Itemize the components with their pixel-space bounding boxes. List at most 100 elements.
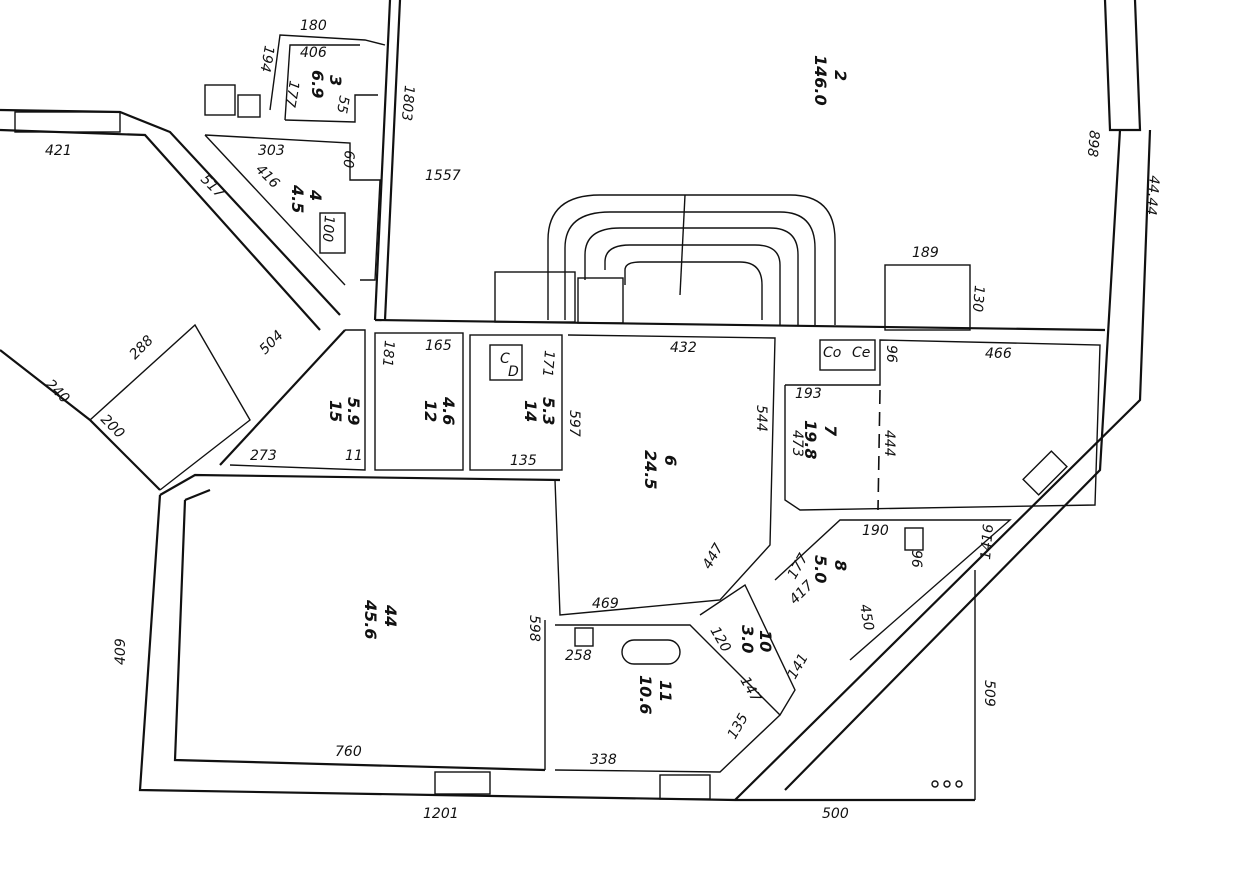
dimension-label: 1803 (398, 85, 417, 122)
dimension-label: 177 (785, 551, 812, 582)
svg-text:15: 15 (326, 400, 345, 422)
svg-text:3.0: 3.0 (738, 625, 757, 653)
svg-text:5.0: 5.0 (811, 555, 830, 583)
dimension-label: 44.44 (1143, 175, 1162, 216)
dimension-label: 258 (565, 648, 592, 664)
dimension-label: 194 (256, 44, 276, 73)
dimension-label: 100 (319, 215, 337, 243)
dimension-label: 165 (425, 338, 452, 354)
dimension-label: 190 (862, 523, 889, 539)
svg-text:11: 11 (656, 680, 675, 702)
dimension-label: 421 (45, 143, 72, 159)
fixture-label: C (500, 351, 510, 367)
dimension-label: 544 (753, 405, 769, 432)
dimension-label: 432 (670, 340, 697, 356)
dimension-label: 147 (737, 674, 764, 705)
dimension-label: 338 (590, 752, 617, 768)
room-label: 103.0 (738, 625, 775, 653)
svg-text:44: 44 (381, 604, 400, 627)
dimension-label: 273 (250, 448, 277, 464)
dimension-label: 55 (333, 94, 352, 114)
dimension-label: 200 (97, 412, 127, 442)
dimension-label: 898 (1084, 130, 1102, 158)
svg-text:19.8: 19.8 (801, 420, 820, 459)
svg-text:10: 10 (756, 630, 775, 652)
svg-text:7: 7 (821, 425, 840, 437)
dimension-label: 177 (281, 79, 301, 108)
dimension-label: 303 (258, 143, 285, 159)
svg-text:6.9: 6.9 (308, 70, 327, 98)
fixture-label: D (508, 364, 519, 380)
column-fixture (489, 344, 523, 381)
dimension-label: 193 (795, 386, 822, 402)
svg-text:8: 8 (831, 560, 850, 571)
svg-text:5.9: 5.9 (344, 397, 363, 425)
vent-fixture (204, 84, 236, 116)
svg-text:6: 6 (661, 455, 680, 466)
walls (0, 0, 1152, 802)
bathtub-fixture (621, 639, 681, 665)
svg-text:45.6: 45.6 (361, 599, 380, 639)
dimension-label: 141 (785, 651, 812, 682)
toilet-fixture (574, 627, 594, 647)
dimension-label: 171 (539, 350, 557, 378)
room-label: 44.5 (288, 184, 325, 213)
dimension-label: 447 (700, 541, 727, 572)
fixture-label: Ce (852, 345, 870, 361)
svg-text:3: 3 (326, 75, 345, 86)
svg-text:5.3: 5.3 (539, 397, 558, 425)
dimension-label: 598 (526, 615, 542, 642)
dimension-label: 96 (908, 550, 924, 568)
fixture-box (904, 527, 924, 551)
dimension-label: 120 (707, 624, 734, 655)
dimension-label: 135 (725, 711, 752, 742)
fixture-label: Co (823, 345, 841, 361)
svg-text:24.5: 24.5 (641, 450, 660, 489)
svg-text:4.6: 4.6 (439, 396, 458, 425)
dimension-label: 504 (257, 328, 287, 358)
room-label: 85.0 (811, 555, 850, 583)
dimension-label: 181 (379, 340, 397, 368)
fixtures (204, 84, 963, 788)
dimension-label: 473 (789, 430, 805, 457)
svg-text:14: 14 (521, 400, 540, 422)
dimension-label: 409 (113, 638, 129, 665)
dimension-label: 96 (883, 345, 899, 363)
dimension-labels: 180 194 406 177 55 1803 1557 421 303 60 … (42, 18, 1162, 822)
dimension-label: 760 (335, 744, 362, 760)
svg-text:146.0: 146.0 (811, 55, 830, 106)
dimension-label: 509 (981, 680, 997, 707)
room-label: 624.5 (641, 450, 680, 489)
dimension-label: 406 (300, 45, 327, 61)
dimension-label: 130 (969, 285, 987, 313)
room-label: 719.8 (801, 420, 840, 459)
dimension-label: 597 (566, 410, 582, 437)
dimension-label: 180 (300, 18, 327, 34)
dimension-label: 500 (822, 806, 849, 822)
dimension-label: 1201 (423, 806, 459, 822)
sign-100-box (319, 212, 346, 254)
dimension-label: 450 (856, 603, 876, 632)
sink-fixture (237, 94, 261, 118)
dimension-label: 1557 (425, 168, 461, 184)
svg-text:10.6: 10.6 (636, 675, 655, 714)
dimension-label: 416 (252, 162, 282, 192)
dimension-label: 1416 (978, 523, 997, 560)
room-label: 36.9 (308, 70, 345, 98)
dimension-label: 11 (345, 448, 363, 464)
dimension-label: 469 (592, 596, 619, 612)
svg-text:2: 2 (831, 70, 850, 81)
dimension-label: 135 (510, 453, 537, 469)
dimension-label: 444 (881, 430, 897, 457)
svg-text:4: 4 (306, 189, 325, 201)
dimension-label: 288 (127, 333, 157, 363)
dimension-label: 60 (339, 150, 356, 169)
